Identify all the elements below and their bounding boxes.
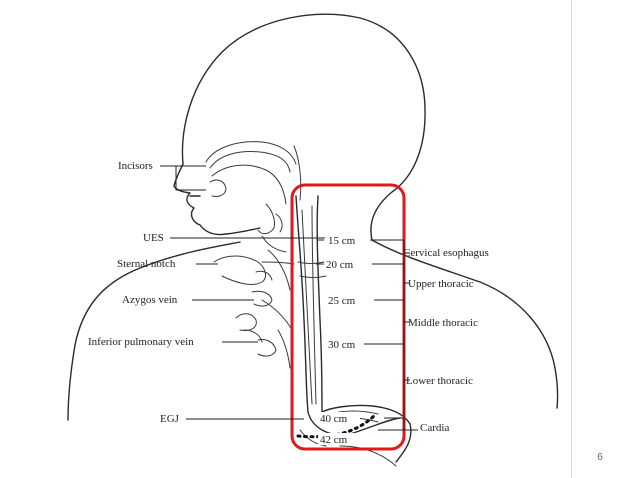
azygos-vein-label: Azygos vein	[122, 294, 178, 306]
shoulder-outline	[67, 239, 559, 421]
distance-mark-20: 20 cm	[325, 257, 371, 271]
oral-cavity	[205, 141, 302, 235]
incisors-label: Incisors	[118, 160, 153, 172]
distance-mark-15: 15 cm	[325, 232, 369, 247]
distance-mark-30: 30 cm	[325, 337, 361, 351]
distance-label-20: 20 cm	[326, 259, 354, 271]
ues-label: UES	[143, 232, 164, 244]
upper-thoracic-label: Upper thoracic	[408, 278, 474, 290]
esophagus	[295, 195, 327, 413]
egj-dotted-line	[296, 412, 378, 439]
egj-label: EGJ	[160, 413, 180, 425]
distance-label-40: 40 cm	[320, 413, 348, 425]
incisors-marker	[160, 165, 206, 191]
sternal-notch-label: Sternal notch	[117, 258, 176, 270]
cervical-esophagus-label: Cervical esophagus	[403, 247, 489, 259]
distance-mark-40: 40 cm	[320, 412, 360, 425]
distance-label-15: 15 cm	[328, 235, 356, 247]
neck-structures	[213, 235, 295, 369]
distance-ruler	[316, 239, 418, 431]
distance-label-42: 42 cm	[320, 434, 348, 446]
head-outline	[173, 13, 426, 241]
lower-thoracic-label: Lower thoracic	[406, 375, 473, 387]
middle-thoracic-label: Middle thoracic	[408, 317, 478, 329]
inferior-pulmonary-vein-label: Inferior pulmonary vein	[88, 336, 194, 348]
slide-number: 6	[597, 452, 603, 463]
distance-label-25: 25 cm	[328, 295, 356, 307]
distance-label-30: 30 cm	[328, 339, 356, 351]
distance-mark-42: 42 cm	[318, 433, 358, 446]
distance-mark-25: 25 cm	[325, 293, 371, 307]
cardia-label: Cardia	[420, 422, 449, 434]
slide-divider	[571, 0, 572, 478]
